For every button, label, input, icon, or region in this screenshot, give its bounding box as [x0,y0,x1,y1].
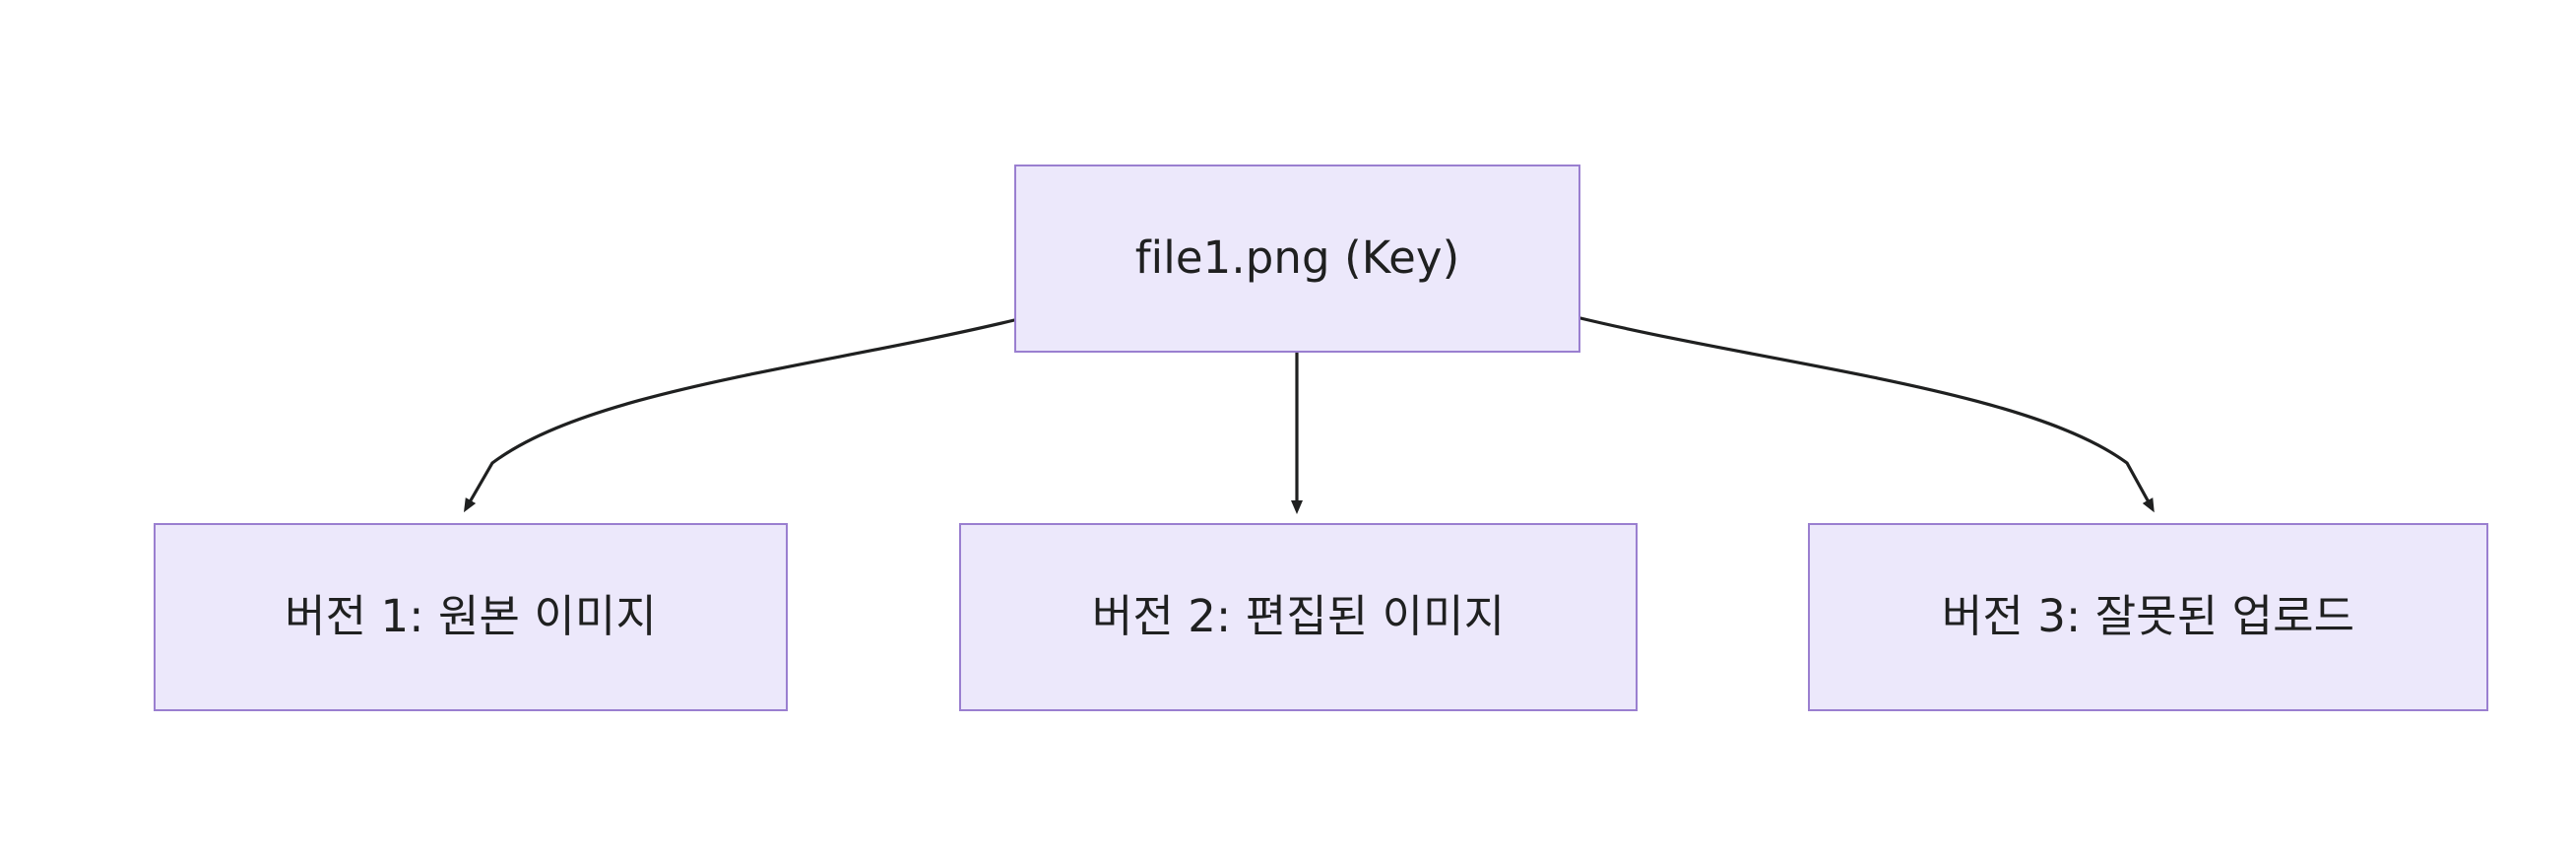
node-label: 버전 2: 편집된 이미지 [1091,590,1506,643]
node-label: 버전 1: 원본 이미지 [285,590,657,643]
node-version-2[interactable]: 버전 2: 편집된 이미지 [959,523,1638,711]
node-version-3[interactable]: 버전 3: 잘못된 업로드 [1808,523,2488,711]
edge-root-to-version-1 [463,318,1016,513]
node-label: file1.png (Key) [1134,231,1460,285]
node-label: 버전 3: 잘못된 업로드 [1941,590,2355,643]
node-version-1[interactable]: 버전 1: 원본 이미지 [154,523,788,711]
edge-root-to-version-3 [1578,316,2155,513]
node-file1-key[interactable]: file1.png (Key) [1014,165,1580,353]
